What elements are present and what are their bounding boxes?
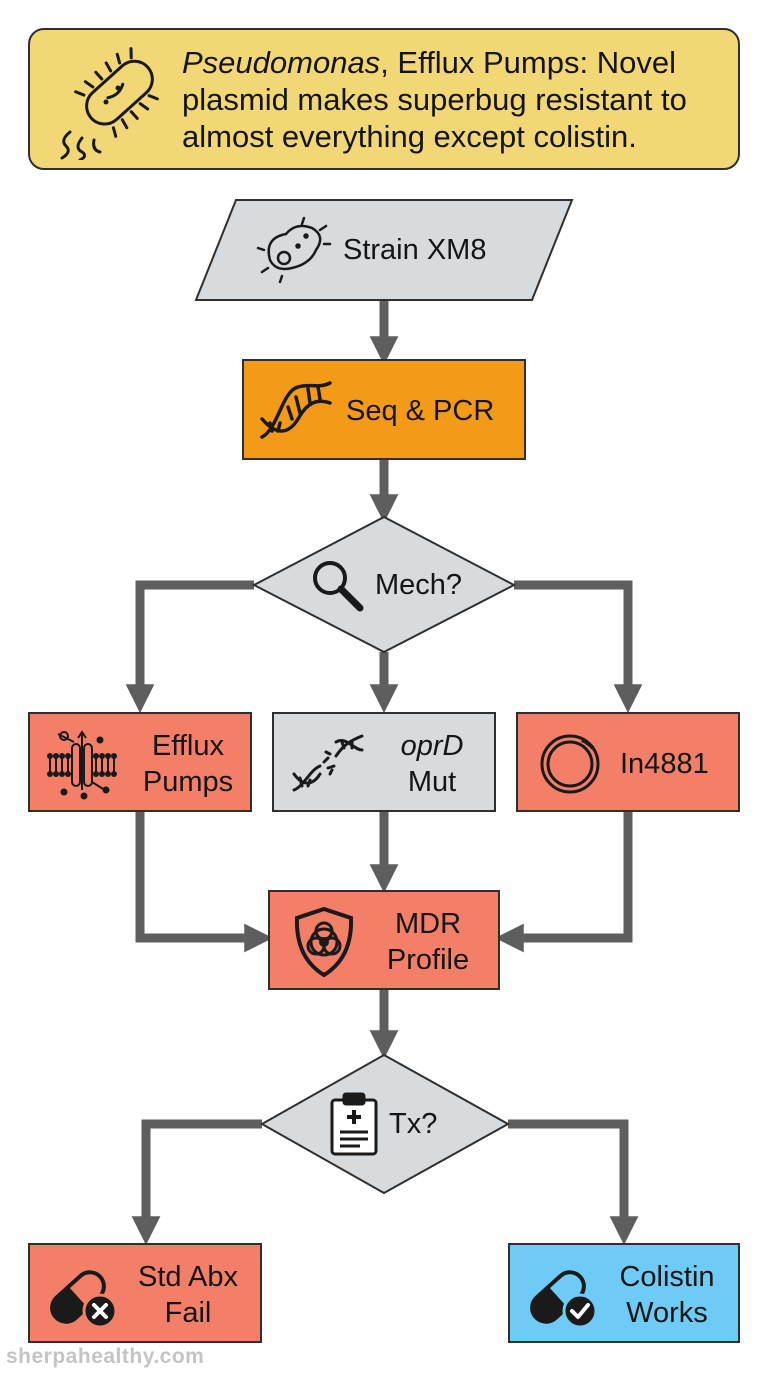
arrow-efflux-to-mdr <box>135 812 274 953</box>
in4881-label: In4881 <box>620 748 709 780</box>
bacterium-cell-icon <box>256 216 332 284</box>
plasmid-ring-icon <box>540 734 600 794</box>
banner-title: Pseudomonas, Efflux Pumps: Novel plasmid… <box>182 44 737 155</box>
efflux-label-line1: Efflux <box>151 730 224 762</box>
colistin-works-node: Colistin Works <box>508 1243 740 1343</box>
magnifier-icon <box>313 561 364 612</box>
arrow-in4881-to-mdr <box>494 812 633 953</box>
mech-decision-node <box>251 515 517 654</box>
pill-x-icon <box>50 1270 118 1329</box>
tx-label: Tx? <box>389 1108 438 1140</box>
colistin-label-line1: Colistin <box>619 1261 715 1293</box>
banner-title-rest: , Efflux Pumps: Novel plasmid makes supe… <box>182 45 687 154</box>
oprd-mut-node: oprD Mut <box>272 712 496 812</box>
banner-title-italic: Pseudomonas <box>182 45 381 80</box>
clipboard-icon <box>330 1092 378 1156</box>
arrow-mech-to-in4881 <box>514 580 643 714</box>
strain-label: Strain XM8 <box>343 234 487 266</box>
title-banner: Pseudomonas, Efflux Pumps: Novel plasmid… <box>28 28 740 170</box>
seq-pcr-node: Seq & PCR <box>242 359 526 460</box>
seq-pcr-label: Seq & PCR <box>346 395 495 427</box>
efflux-label-line2: Pumps <box>142 766 234 798</box>
dna-icon <box>260 381 332 439</box>
broken-dna-icon <box>292 734 364 792</box>
std-label-line1: Std Abx <box>138 1261 238 1293</box>
efflux-pumps-node: Efflux Pumps <box>28 712 252 812</box>
mdr-label-line1: MDR <box>394 908 462 940</box>
bacterium-icon <box>60 47 159 160</box>
std-abx-fail-node: Std Abx Fail <box>28 1243 262 1343</box>
pill-check-icon <box>530 1270 598 1329</box>
arrow-mech-to-efflux <box>125 580 254 714</box>
membrane-pump-icon <box>47 730 117 800</box>
in4881-node: In4881 <box>516 712 740 812</box>
colistin-label-line2: Works <box>626 1297 708 1329</box>
oprd-label-line2: Mut <box>407 766 457 798</box>
biohazard-shield-icon <box>294 906 354 978</box>
arrow-tx-to-std <box>131 1119 262 1246</box>
mdr-label-line2: Profile <box>386 944 470 976</box>
oprd-label-line1: oprD <box>400 730 464 762</box>
watermark: sherpahealthy.com <box>6 1345 205 1368</box>
std-label-line2: Fail <box>164 1297 212 1329</box>
mech-label: Mech? <box>375 569 463 601</box>
arrow-tx-to-colistin <box>508 1119 639 1246</box>
mdr-profile-node: MDR Profile <box>268 890 500 990</box>
tx-decision-node <box>259 1053 511 1195</box>
strain-node <box>194 199 574 301</box>
